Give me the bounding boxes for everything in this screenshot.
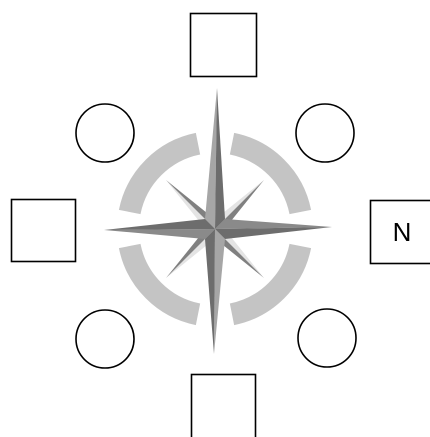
southwest-circle — [76, 310, 134, 368]
northeast-circle-shape — [296, 104, 354, 162]
star-point-west-top — [104, 219, 215, 230]
west-box-frame — [12, 200, 76, 262]
east-box: N — [371, 201, 430, 264]
northeast-circle — [296, 104, 354, 162]
southeast-circle — [298, 309, 356, 367]
star-point-north-left — [205, 88, 217, 229]
star-point-south-left — [205, 229, 215, 354]
west-box — [12, 200, 76, 262]
north-box — [191, 14, 257, 77]
star-point-south-right — [214, 229, 225, 354]
star-point-west-bottom — [104, 229, 215, 239]
southwest-circle-shape — [76, 310, 134, 368]
south-box — [192, 375, 256, 437]
south-box-frame — [192, 375, 256, 437]
east-box-label: N — [393, 217, 412, 247]
star-point-east-bottom — [215, 227, 332, 239]
southeast-circle-shape — [298, 309, 356, 367]
northwest-circle-shape — [76, 104, 134, 162]
north-box-frame — [191, 14, 257, 77]
northwest-circle — [76, 104, 134, 162]
